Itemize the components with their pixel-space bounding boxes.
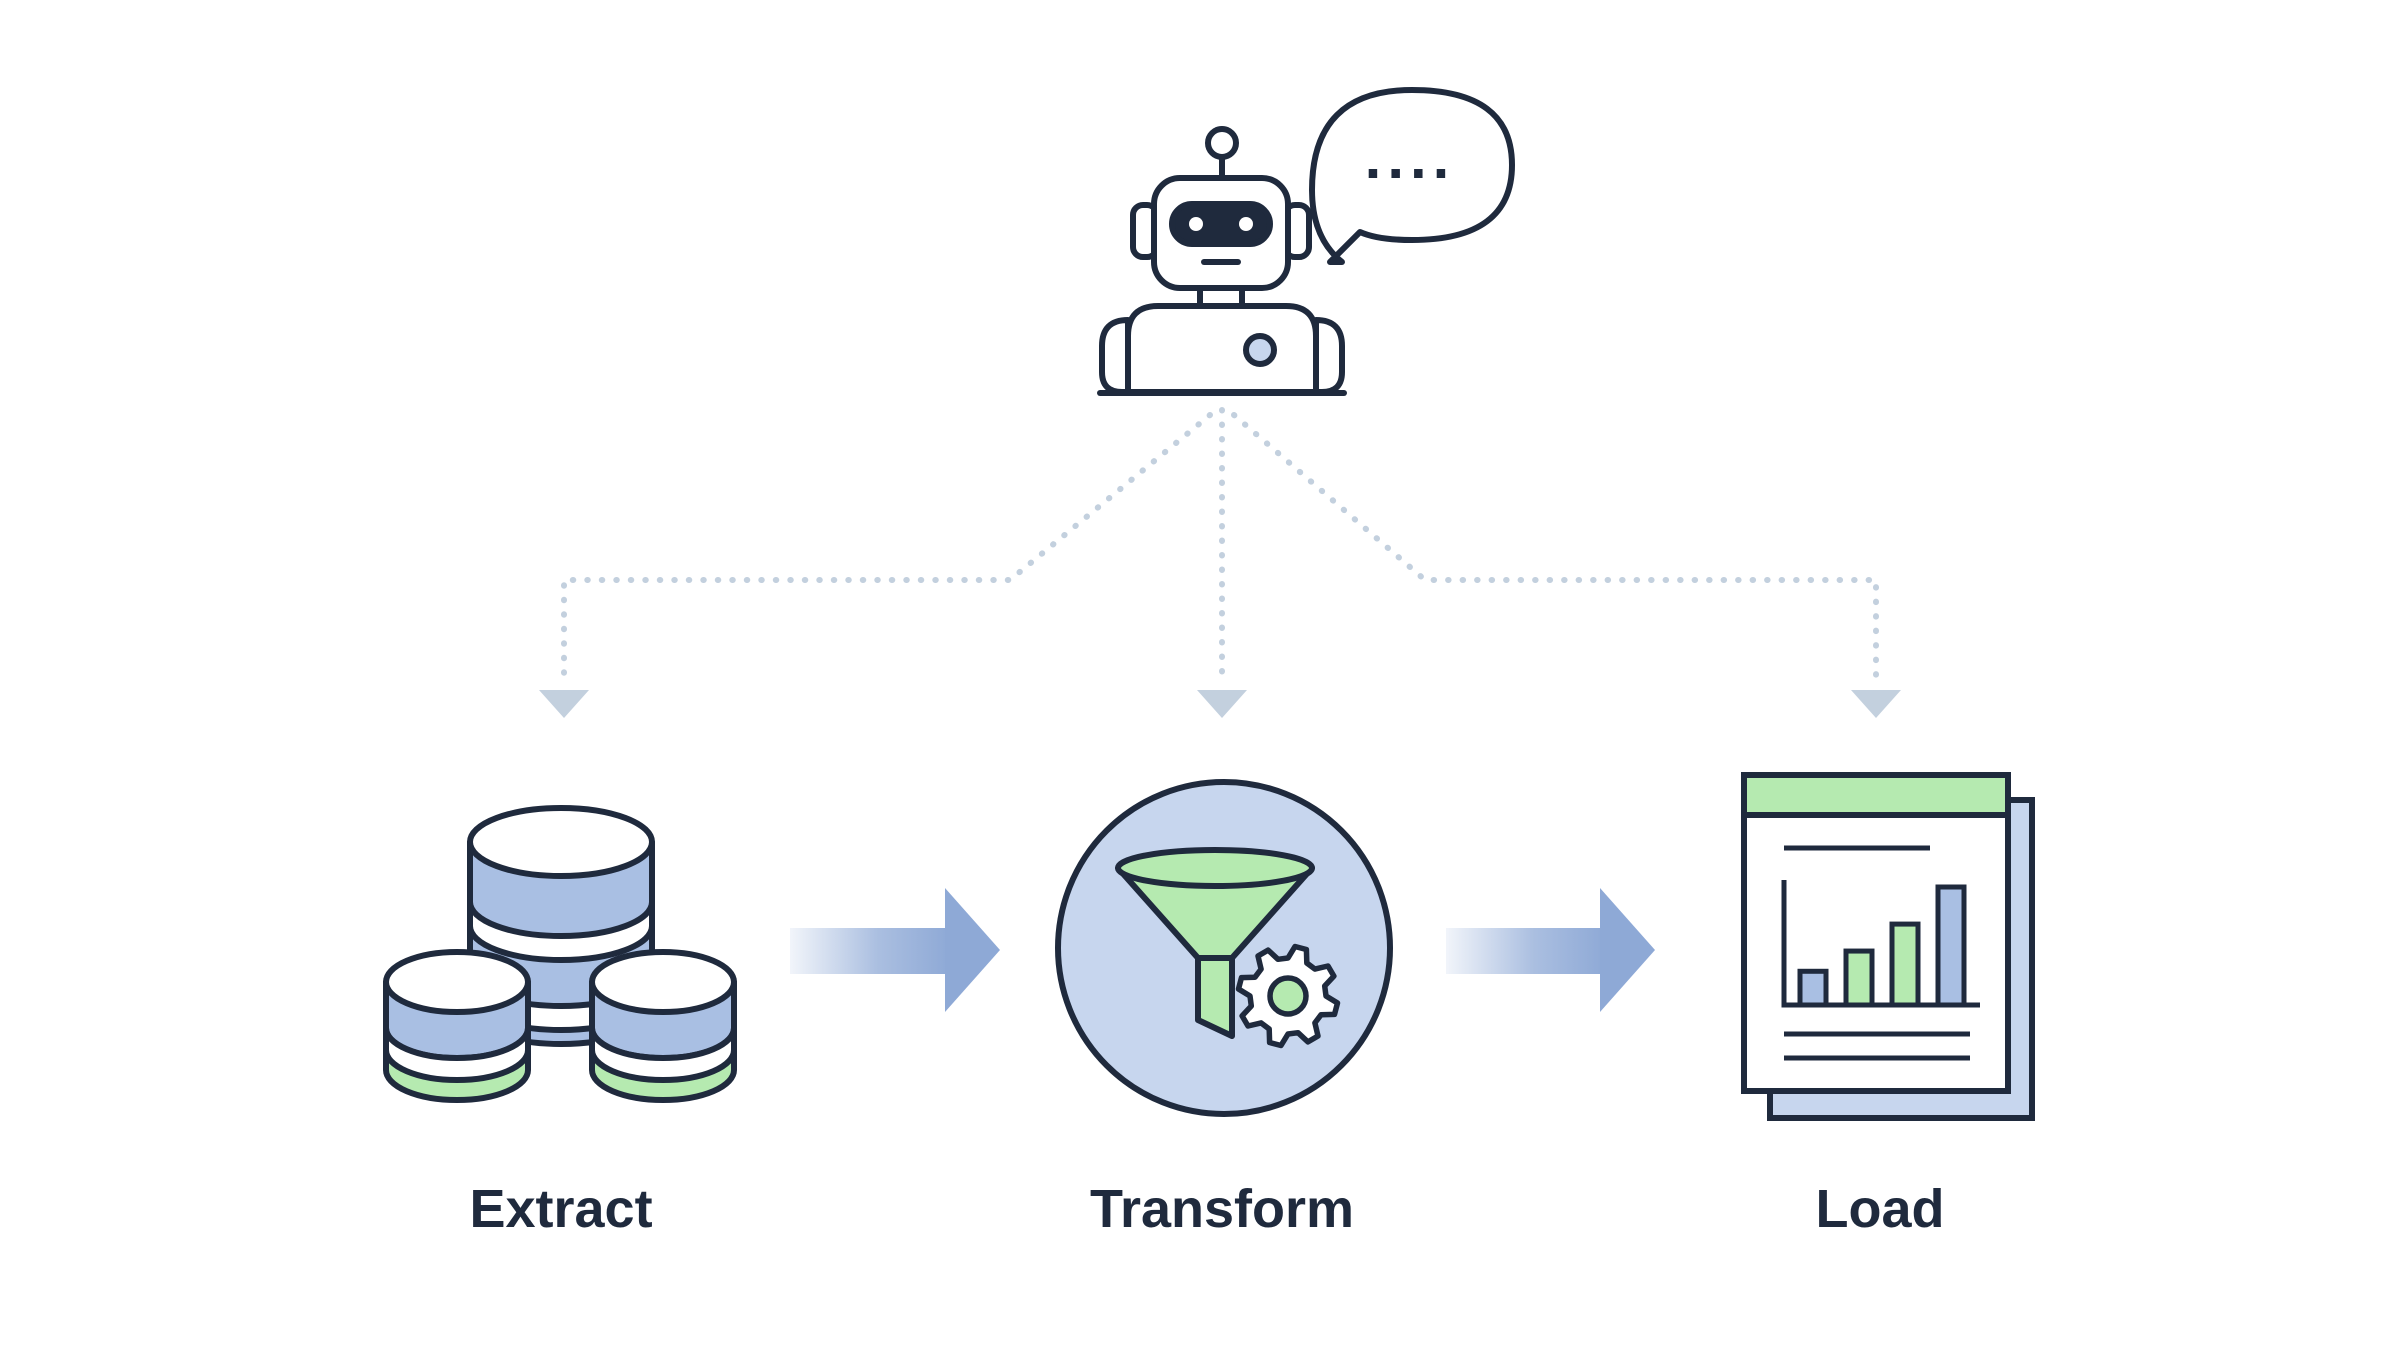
orchestration-connectors — [561, 407, 1879, 678]
speech-bubble-text: .... — [1365, 124, 1456, 191]
arrowhead-load — [1851, 690, 1901, 718]
report-bar-4 — [1935, 884, 1967, 1008]
database-cylinder-left — [383, 949, 531, 1103]
stage-label-load: Load — [1816, 1179, 1945, 1239]
connector-arrowheads — [539, 690, 1901, 718]
connector-to-load — [1231, 412, 1879, 678]
report-bar-2 — [1843, 948, 1875, 1008]
flow-arrow-transform-to-load — [1446, 888, 1655, 1012]
flow-arrow-extract-to-transform — [790, 888, 1000, 1012]
database-cylinders-icon — [383, 805, 737, 1103]
report-bar-1 — [1797, 968, 1829, 1008]
speech-bubble-icon: .... — [1309, 87, 1515, 265]
gear-icon — [1235, 943, 1341, 1049]
funnel-icon — [1115, 847, 1315, 1039]
report-bar-3 — [1889, 921, 1921, 1008]
arrowhead-extract — [539, 690, 589, 718]
stage-label-transform: Transform — [1090, 1179, 1354, 1239]
arrowhead-transform — [1197, 690, 1247, 718]
report-bar-chart-icon — [1741, 772, 2035, 1121]
stage-label-extract: Extract — [469, 1179, 652, 1239]
funnel-gear-icon — [1055, 779, 1393, 1117]
connector-to-extract — [561, 412, 1213, 678]
database-cylinder-right — [589, 949, 737, 1103]
report-bars — [1797, 884, 1967, 1008]
report-header-bar — [1741, 772, 2011, 818]
robot-icon — [1097, 126, 1347, 396]
